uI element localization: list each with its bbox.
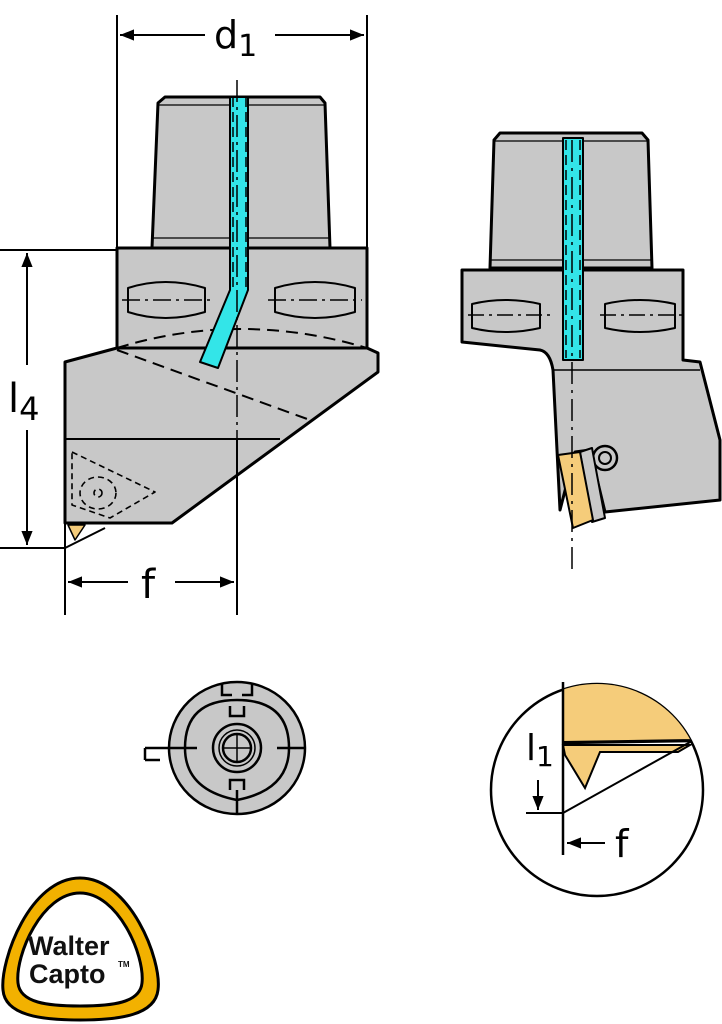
insert-hidden-outline: [71, 451, 156, 519]
detail-view: [489, 682, 705, 898]
svg-text:TM: TM: [118, 960, 130, 969]
svg-text:Walter: Walter: [28, 931, 110, 961]
side-clamp-slot-right: [600, 299, 682, 333]
top-view: [143, 680, 307, 816]
dimension-label-f-detail: f: [615, 822, 630, 866]
dimension-label-l4: l4: [8, 376, 39, 428]
front-head: [63, 346, 380, 525]
detail-insert: [562, 684, 703, 744]
side-view: [460, 131, 722, 529]
svg-text:Capto: Capto: [29, 959, 106, 989]
dimension-label-d1: d1: [214, 13, 257, 64]
dimension-label-f: f: [141, 562, 156, 608]
insert-tip: [67, 524, 86, 541]
coolant-channel-side: [562, 137, 584, 361]
dimension-lines: [0, 15, 368, 615]
coolant-channel-front: [199, 96, 249, 369]
front-view: [63, 95, 380, 549]
clamp-slot-right: [268, 281, 362, 319]
dimension-label-l1: l1: [526, 728, 554, 773]
side-clamp-slot-left: [468, 299, 550, 333]
walter-capto-logo: Walter Capto TM: [1, 876, 160, 1022]
clamp-slot-left: [122, 281, 212, 319]
